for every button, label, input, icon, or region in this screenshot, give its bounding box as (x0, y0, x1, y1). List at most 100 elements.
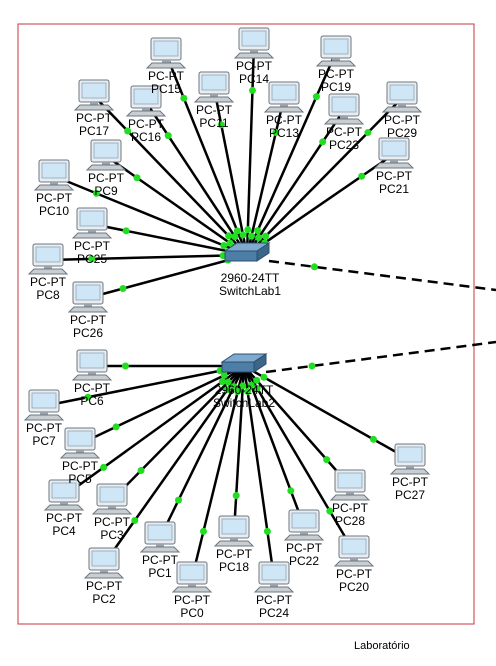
pc-model: PC-PT (376, 169, 412, 183)
pc-screen (331, 96, 357, 113)
pc-icon[interactable] (83, 547, 125, 579)
switch-side (256, 242, 270, 262)
pc-icon[interactable] (193, 71, 235, 103)
pc-name: PC17 (78, 124, 110, 138)
pc-icon[interactable] (389, 443, 431, 475)
link-dot-switch-side (233, 227, 241, 235)
pc-icon[interactable] (381, 81, 423, 113)
pc-stand (332, 58, 340, 61)
pc-stand (270, 584, 278, 587)
pc-name: PC4 (52, 524, 76, 538)
pc-model: PC-PT (36, 191, 72, 205)
pc-screen (397, 446, 423, 463)
link-dot-pc-side (137, 467, 145, 475)
pc-icon[interactable] (145, 37, 187, 69)
pc-stand (76, 450, 84, 453)
pc-icon[interactable] (71, 207, 113, 239)
pc-screen (381, 140, 407, 157)
link-dot-switch-side (231, 233, 239, 241)
switch-icon[interactable] (223, 242, 271, 262)
pc-keyboard (253, 586, 295, 593)
link-pc24 (242, 365, 276, 579)
pc-screen (75, 284, 101, 301)
pc-screen (79, 352, 105, 369)
pc-icon[interactable] (283, 509, 325, 541)
pc-icon[interactable] (315, 35, 357, 67)
link-pc15 (164, 53, 249, 256)
pc-icon[interactable] (329, 469, 371, 501)
pc-screen (389, 84, 415, 101)
pc-name: PC1 (148, 566, 172, 580)
link-pc22 (242, 365, 306, 527)
link-dot-pc-side (319, 138, 327, 146)
pc-icon[interactable] (333, 535, 375, 567)
link-pc4 (63, 364, 245, 498)
pc-keyboard (213, 540, 255, 547)
pc-icon[interactable] (43, 479, 85, 511)
pc-icon[interactable] (73, 79, 115, 111)
pc-icon[interactable] (125, 85, 167, 117)
pc-stand (50, 182, 58, 185)
link-dot-pc-side (248, 86, 256, 94)
pc-model: PC-PT (266, 113, 302, 127)
link-status-layer (84, 86, 377, 535)
pc-model: PC-PT (392, 475, 428, 489)
pc-icon[interactable] (233, 27, 275, 59)
devices-layer[interactable] (23, 27, 431, 593)
pc-icon[interactable] (85, 139, 127, 171)
pc-stand (162, 60, 170, 63)
pc-icon[interactable] (263, 81, 305, 113)
pc-stand (398, 104, 406, 107)
pc-icon[interactable] (33, 159, 75, 191)
pc-name: PC6 (80, 394, 104, 408)
pc-screen (261, 564, 287, 581)
pc-icon[interactable] (253, 561, 295, 593)
pc-name: PC8 (36, 288, 60, 302)
pc-icon[interactable] (91, 483, 133, 515)
link-pc21 (246, 152, 395, 257)
link-pc2 (102, 365, 246, 565)
pc-icon[interactable] (373, 137, 415, 169)
pc-keyboard (233, 52, 275, 59)
pc-name: PC25 (76, 252, 108, 266)
switch-front (224, 250, 258, 262)
pc-icon[interactable] (323, 93, 365, 125)
pc-icon[interactable] (171, 561, 213, 593)
pc-stand (100, 570, 108, 573)
switch-model: 2960-24TT (220, 271, 280, 285)
pc-icon[interactable] (27, 243, 69, 275)
pc-name: PC21 (378, 182, 410, 196)
link-dot-pc-side (100, 463, 108, 471)
pc-model: PC-PT (74, 381, 110, 395)
link-dot-pc-side (92, 189, 100, 197)
link-dot-pc-side (131, 516, 139, 524)
pc-stand (90, 102, 98, 105)
pc-icon[interactable] (71, 349, 113, 381)
pc-icon[interactable] (213, 515, 255, 547)
pc-stand (44, 266, 52, 269)
pc-screen (201, 74, 227, 91)
pc-screen (81, 82, 107, 99)
link-dot-pc-side (232, 491, 240, 499)
switch-icon[interactable] (220, 353, 268, 373)
pc-keyboard (333, 560, 375, 567)
link-dot-switch-side (230, 383, 238, 391)
link-pc26 (87, 253, 248, 300)
pc-icon[interactable] (23, 389, 65, 421)
pc-icon[interactable] (139, 521, 181, 553)
pc-stand (340, 116, 348, 119)
link-pc3 (111, 365, 245, 501)
pc-icon[interactable] (59, 427, 101, 459)
pc-icon[interactable] (67, 281, 109, 313)
link-dot-switch-side (244, 387, 252, 395)
pc-model: PC-PT (128, 117, 164, 131)
